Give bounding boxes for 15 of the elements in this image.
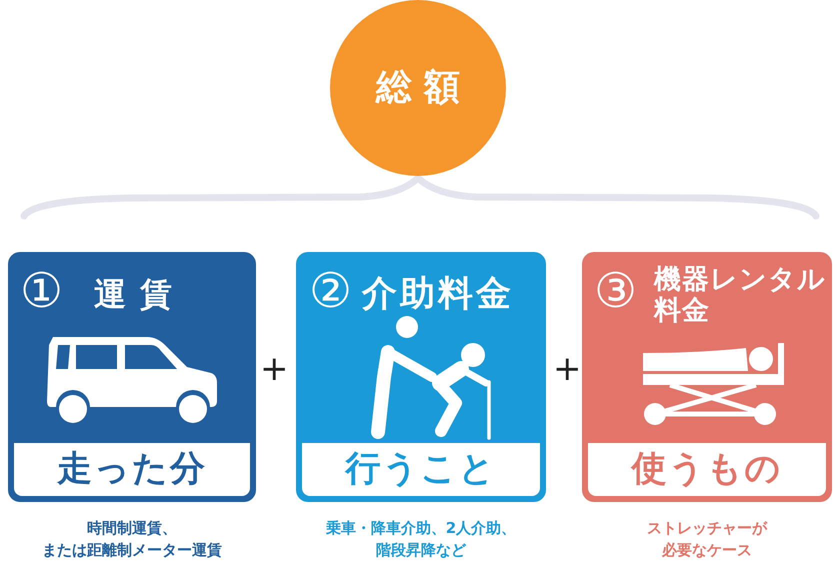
card-caption: ストレッチャーが必要なケース xyxy=(646,518,768,561)
circle-label: 総額 xyxy=(376,68,472,108)
footer-label: 行うこと xyxy=(346,450,496,489)
circled-number: ① xyxy=(20,267,64,315)
footer-label: 走った分 xyxy=(57,450,207,489)
circled-number: ③ xyxy=(594,267,638,315)
circled-number: ② xyxy=(309,267,352,315)
card-title: 運賃 xyxy=(94,276,186,313)
card-title: 機器レンタル料金 xyxy=(654,264,826,326)
card-caption: 乗車・降車介助、2人介助、階段昇降など xyxy=(324,518,518,561)
footer-label: 使うもの xyxy=(632,450,782,489)
card-title: 介助料金 xyxy=(362,274,514,314)
plus-sign: + xyxy=(553,352,582,386)
plus-sign: + xyxy=(260,352,288,386)
card-caption: 時間制運賃、または距離制メーター運賃 xyxy=(41,518,223,561)
